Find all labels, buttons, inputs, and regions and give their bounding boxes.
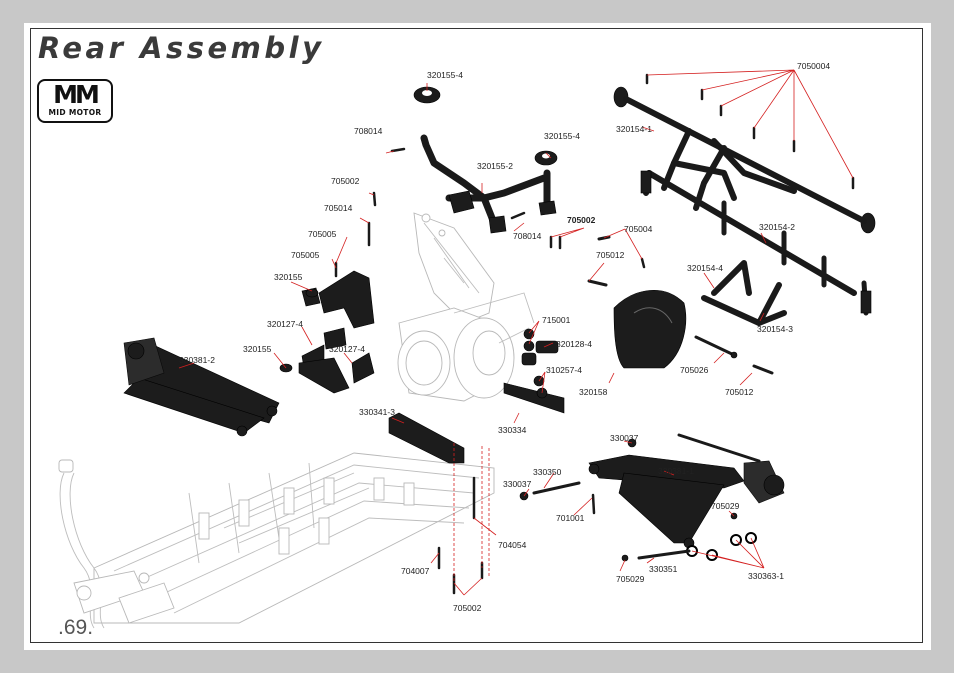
- part-label: 705005: [308, 229, 337, 239]
- logo-mark: MM: [53, 80, 100, 109]
- part-label: 708014: [513, 231, 542, 241]
- part-label: 701001: [556, 513, 585, 523]
- part-label: 705012: [596, 250, 625, 260]
- part-label: 320155: [243, 344, 272, 354]
- exploded-diagram: 320155-4 7050004 708014 320155-4 320154-…: [58, 61, 876, 629]
- skid-mount: [388, 382, 565, 464]
- chassis-ghost: [58, 452, 495, 629]
- part-label: 330037: [610, 433, 639, 443]
- washers: [686, 532, 757, 561]
- part-label: 705005: [291, 250, 320, 260]
- part-label: 330334: [498, 425, 527, 435]
- part-label: 320155-2: [477, 161, 513, 171]
- part-label: 320154-1: [616, 124, 652, 134]
- upper-link-mounts: [279, 270, 375, 394]
- logo-caption: MID MOTOR: [48, 108, 102, 117]
- part-label: 705004: [624, 224, 653, 234]
- part-label: 330341-3: [359, 407, 395, 417]
- part-label: 330037: [503, 479, 532, 489]
- part-label: 704054: [498, 540, 527, 550]
- leader-lines: [178, 69, 854, 596]
- part-label: 320154-2: [759, 222, 795, 232]
- part-label: 320128-4: [556, 339, 592, 349]
- part-label: 330363-1: [748, 571, 784, 581]
- part-label: 330350: [533, 467, 562, 477]
- gearbox-ghost: [397, 212, 535, 402]
- mid-motor-logo: MM MID MOTOR: [37, 79, 113, 123]
- part-label: 330381-1: [658, 466, 694, 476]
- part-label: 320127-4: [329, 344, 365, 354]
- part-label: 705012: [725, 387, 754, 397]
- part-label: 320155-4: [544, 131, 580, 141]
- part-labels: 320155-4 7050004 708014 320155-4 320154-…: [179, 61, 830, 613]
- manual-page: Rear Assembly MM MID MOTOR .69.: [24, 23, 931, 650]
- part-label: 705002: [567, 215, 596, 225]
- part-label: 320154-3: [757, 324, 793, 334]
- part-label: 320154-4: [687, 263, 723, 273]
- part-label: 7050004: [797, 61, 830, 71]
- part-label: 320155-4: [427, 70, 463, 80]
- part-label: 330351: [649, 564, 678, 574]
- part-label: 705014: [324, 203, 353, 213]
- part-label: 705002: [453, 603, 482, 613]
- left-trailing-arm: [123, 337, 280, 437]
- part-label: 320155: [274, 272, 303, 282]
- right-trailing-arm: [588, 433, 785, 549]
- part-label: 705029: [616, 574, 645, 584]
- page-frame: [30, 28, 923, 643]
- mud-guard: [613, 290, 687, 369]
- part-label: 705002: [331, 176, 360, 186]
- part-label: 704007: [401, 566, 430, 576]
- part-label: 320127-4: [267, 319, 303, 329]
- page-title: Rear Assembly: [38, 31, 325, 65]
- part-label: 715001: [542, 315, 571, 325]
- part-label: 310257-4: [546, 365, 582, 375]
- part-label: 708014: [354, 126, 383, 136]
- part-label: 705029: [711, 501, 740, 511]
- part-label: 330381-2: [179, 355, 215, 365]
- part-label: 320158: [579, 387, 608, 397]
- part-label: 705026: [680, 365, 709, 375]
- spacers: [521, 328, 559, 399]
- page-number: .69.: [58, 616, 94, 639]
- rear-body-mount: [413, 86, 558, 234]
- rear-cage: [613, 86, 876, 316]
